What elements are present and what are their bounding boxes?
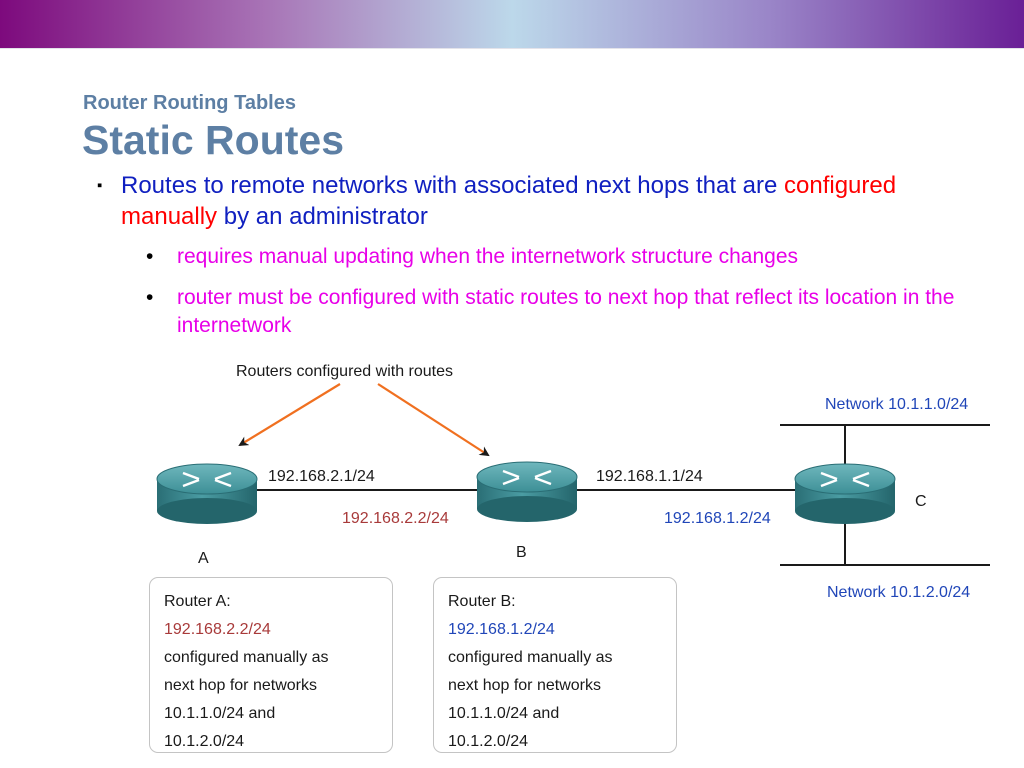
router-c-label: C <box>915 493 927 510</box>
link-b-c-upper-label: 192.168.1.1/24 <box>596 468 703 485</box>
header-gradient-bar <box>0 0 1024 49</box>
dot-bullet-icon: • <box>146 286 154 309</box>
router-b-note-line-4: 10.1.2.0/24 <box>448 733 529 750</box>
main-bullet-part2: by an administrator <box>217 203 428 230</box>
router-b-icon <box>475 460 579 524</box>
router-a-label: A <box>198 550 209 567</box>
router-a-note-line-4: 10.1.2.0/24 <box>164 733 245 750</box>
main-bullet-part1: Routes to remote networks with associate… <box>121 172 785 199</box>
router-b-note: Router B: 192.168.1.2/24 configured manu… <box>433 577 677 753</box>
square-bullet-icon: ▪ <box>97 177 103 194</box>
slide-subtitle: Router Routing Tables <box>83 92 296 114</box>
router-c-icon <box>793 462 897 526</box>
router-b-note-line-3: 10.1.1.0/24 and <box>448 705 560 722</box>
router-a-note-line-3: 10.1.1.0/24 and <box>164 705 276 722</box>
link-a-b-lower-label: 192.168.2.2/24 <box>342 510 449 527</box>
sub-bullet-1-text: requires manual updating when the intern… <box>177 245 799 268</box>
network-top-label: Network 10.1.1.0/24 <box>825 396 968 413</box>
router-a-note-title: Router A: <box>164 593 231 610</box>
router-b-note-line-2: next hop for networks <box>448 677 601 694</box>
callout-text: Routers configured with routes <box>236 363 453 380</box>
main-bullet-text: Routes to remote networks with associate… <box>121 170 957 232</box>
link-b-c-lower-label: 192.168.1.2/24 <box>664 510 771 527</box>
main-bullet: ▪ Routes to remote networks with associa… <box>97 170 957 232</box>
router-a-note: Router A: 192.168.2.2/24 configured manu… <box>149 577 393 753</box>
dot-bullet-icon: • <box>146 245 154 268</box>
router-a-note-ip: 192.168.2.2/24 <box>164 621 271 638</box>
router-b-note-title: Router B: <box>448 593 516 610</box>
sub-bullet-1: • requires manual updating when the inte… <box>146 243 976 271</box>
router-b-label: B <box>516 544 527 561</box>
router-a-icon <box>155 462 259 526</box>
router-b-note-ip: 192.168.1.2/24 <box>448 621 555 638</box>
network-bottom-label: Network 10.1.2.0/24 <box>827 584 970 601</box>
slide-title: Static Routes <box>82 117 344 163</box>
main-bullet-highlight: configured manually <box>121 172 897 230</box>
sub-bullet-2-text: router must be configured with static ro… <box>177 286 955 337</box>
sub-bullet-2: • router must be configured with static … <box>146 284 976 340</box>
callout-arrow-to-a <box>238 383 341 447</box>
link-a-b-upper-label: 192.168.2.1/24 <box>268 468 375 485</box>
callout-arrow-to-b <box>377 383 490 457</box>
router-a-note-line-2: next hop for networks <box>164 677 317 694</box>
router-b-note-line-1: configured manually as <box>448 649 613 666</box>
router-a-note-line-1: configured manually as <box>164 649 329 666</box>
